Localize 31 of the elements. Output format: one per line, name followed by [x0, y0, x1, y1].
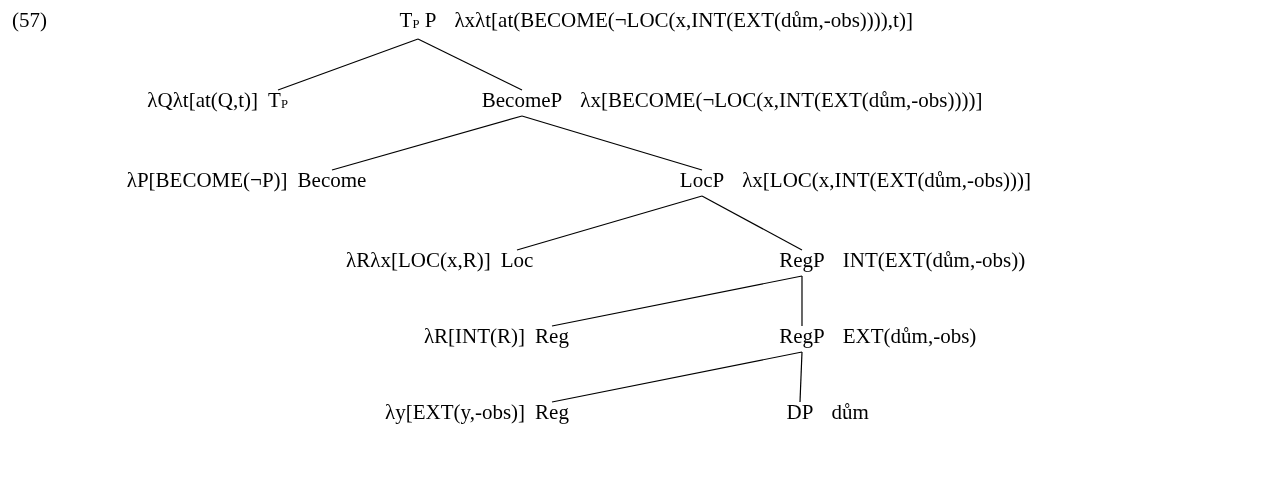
semantic-formula: λxλt[at(BECOME(¬LOC(x,INT(EXT(dům,-obs)))),t)] [454, 8, 913, 32]
semantic-formula: INT(EXT(dům,-obs)) [842, 248, 1026, 272]
tree-branch [799, 351, 803, 403]
category-label: RegP [779, 248, 825, 272]
category-label: RegP [779, 324, 825, 348]
category-label: Become [297, 168, 367, 192]
semantic-formula: λRλx[LOC(x,R)] [346, 248, 491, 272]
category-label: Reg [535, 324, 569, 348]
example-number: (57) [12, 8, 47, 32]
semantic-formula: λy[EXT(y,-obs)] [385, 400, 526, 424]
tree-branch [521, 115, 703, 171]
tree-branch [551, 351, 803, 403]
tree-branch [516, 195, 703, 251]
tree-branch [701, 195, 803, 251]
tree-branch [551, 275, 803, 327]
category-label: LocP [679, 168, 725, 192]
tree-branch [801, 275, 803, 327]
tree-branch [277, 38, 419, 91]
tree-branch [417, 38, 523, 91]
semantic-formula: λP[BECOME(¬P)] [126, 168, 288, 192]
semantic-formula: λx[BECOME(¬LOC(x,INT(EXT(dům,-obs))))] [580, 88, 983, 112]
semantic-formula: λQλt[at(Q,t)] [147, 88, 259, 112]
semantic-formula: EXT(dům,-obs) [842, 324, 977, 348]
category-label: BecomeP [481, 88, 563, 112]
category-label: Loc [500, 248, 534, 272]
category-label: DP [786, 400, 814, 424]
category-label: Reg [535, 400, 569, 424]
tree-branch [331, 115, 523, 171]
semantic-formula: λR[INT(R)] [423, 324, 526, 348]
semantic-formula: dům [831, 400, 869, 424]
semantic-formula: λx[LOC(x,INT(EXT(dům,-obs)))] [742, 168, 1032, 192]
